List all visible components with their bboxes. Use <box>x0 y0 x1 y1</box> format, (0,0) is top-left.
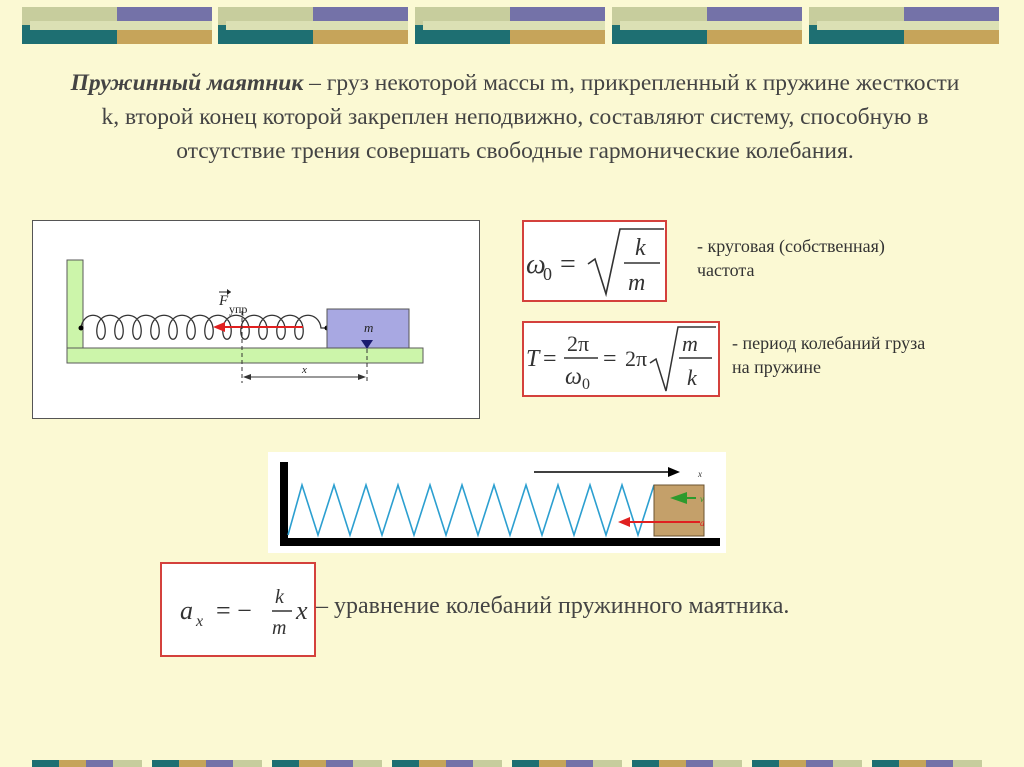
velocity-arrow <box>670 492 687 504</box>
two-pi-numerator: 2π <box>567 331 589 356</box>
equation-caption-text: уравнение колебаний пружинного маятника. <box>328 593 790 619</box>
period-note-line2: на пружине <box>732 357 821 377</box>
equation-dash: – <box>316 593 328 619</box>
accel-sub: x <box>195 613 203 630</box>
eq-numerator: k <box>275 586 285 608</box>
accel-symbol: a <box>180 596 193 625</box>
force-label-sub: упр <box>229 302 247 316</box>
frequency-note-line2: частота <box>697 260 755 280</box>
omega-denominator: ω <box>565 364 582 390</box>
stiffness-denominator: k <box>687 365 698 390</box>
frequency-note-line1: - круговая (собственная) <box>697 236 885 256</box>
period-note-line1: - период колебаний груза <box>732 333 926 353</box>
force-vector-tip <box>227 289 231 295</box>
period-symbol: T <box>526 346 541 372</box>
wall-support <box>66 259 84 363</box>
x-label: x <box>301 364 307 376</box>
mass-center-marker <box>361 340 373 349</box>
fraction-denominator: m <box>628 270 645 296</box>
oscillation-equation: a x = − k m x <box>160 562 316 657</box>
omega-symbol: ω <box>526 249 546 280</box>
intro-term: Пружинный маятник <box>70 70 304 96</box>
intro-paragraph: Пружинный маятник – груз некоторой массы… <box>70 66 960 168</box>
spring-anchor-dot <box>78 325 84 331</box>
spring-pendulum-diagram: m F упр x <box>32 220 480 419</box>
equals-sign-2: = <box>603 346 617 372</box>
wall <box>280 462 288 546</box>
equals-minus: = − <box>216 596 252 625</box>
eq-x: x <box>295 596 308 625</box>
oscillation-diagram: x v a <box>268 452 726 553</box>
mass-label: m <box>364 320 373 335</box>
acceleration-arrowhead <box>618 517 630 527</box>
sqrt-sign-2 <box>649 326 716 392</box>
force-label: F <box>218 293 229 309</box>
x-arrow-left <box>243 374 251 380</box>
x-axis-label: x <box>697 469 702 479</box>
x-axis-arrowhead <box>668 467 680 477</box>
bottom-decoration <box>0 760 1024 767</box>
omega-denominator-sub: 0 <box>582 376 590 393</box>
velocity-label: v <box>700 494 704 504</box>
period-note: - период колебаний груза на пружине <box>732 331 1012 379</box>
floor-support <box>66 347 424 364</box>
angular-frequency-formula: ω 0 = k m <box>522 220 667 302</box>
equation-caption: – уравнение колебаний пружинного маятник… <box>316 593 789 620</box>
eq-denominator: m <box>272 617 286 639</box>
acceleration-label: a <box>700 518 705 528</box>
equals-sign-1: = <box>543 346 557 372</box>
intro-text: – груз некоторой массы m, прикрепленный … <box>101 70 960 164</box>
fraction-numerator: k <box>635 235 646 261</box>
mass-numerator: m <box>682 331 698 356</box>
floor <box>280 538 720 546</box>
two-pi-coef: 2π <box>625 346 647 371</box>
spring-zigzag <box>287 482 655 538</box>
block <box>653 484 705 537</box>
frequency-note: - круговая (собственная) частота <box>697 234 977 282</box>
force-arrowhead <box>213 322 225 332</box>
sqrt-sign <box>587 228 664 298</box>
omega-sub: 0 <box>543 264 552 284</box>
equals-sign: = <box>560 249 576 280</box>
period-formula: T = 2π ω 0 = 2π m k <box>522 321 720 397</box>
x-arrow-right <box>358 374 366 380</box>
top-decoration <box>0 0 1024 50</box>
